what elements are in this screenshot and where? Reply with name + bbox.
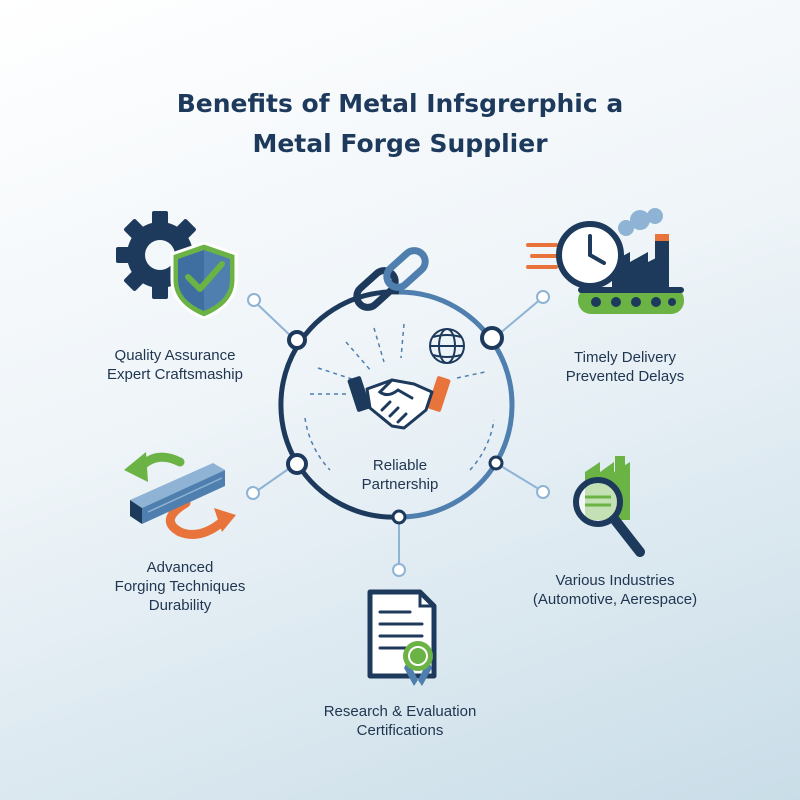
page-title-line-1: Benefits of Metal Infsgrerphic a bbox=[176, 89, 624, 118]
quality-line-2: Expert Craftsmaship bbox=[107, 366, 243, 383]
connector-lines bbox=[253, 297, 543, 567]
green-arrow-head bbox=[124, 452, 148, 482]
quality-assurance-label: Quality Assurance Expert Craftsmaship bbox=[95, 346, 255, 384]
connector-end-dots bbox=[246, 290, 550, 577]
speed-lines-icon bbox=[526, 243, 558, 269]
industries-line-2: (Automotive, Aerespace) bbox=[532, 591, 698, 608]
advanced-forging-label: Advanced Forging Techniques Durability bbox=[100, 558, 260, 615]
research-line-1: Research & Evaluation bbox=[323, 703, 477, 720]
magnifier-icon bbox=[573, 477, 645, 557]
industries-line-1: Various Industries bbox=[555, 572, 675, 589]
reliable-partnership-label: Reliable Partnership bbox=[320, 456, 480, 494]
chain-link-icon bbox=[353, 247, 429, 311]
clock-icon bbox=[556, 221, 624, 289]
research-evaluation-label: Research & Evaluation Certifications bbox=[300, 702, 500, 740]
center-line-1: Reliable bbox=[372, 457, 428, 474]
delivery-line-1: Timely Delivery bbox=[574, 349, 676, 366]
page-title-line-2: Metal Forge Supplier bbox=[252, 129, 548, 158]
timely-delivery-label: Timely Delivery Prevented Delays bbox=[545, 348, 705, 386]
forging-line-2: Forging Techniques bbox=[114, 578, 246, 595]
factory-icon bbox=[612, 208, 669, 290]
forging-line-1: Advanced bbox=[146, 559, 214, 576]
award-ribbon-icon bbox=[403, 641, 433, 686]
inner-dashed-rays bbox=[304, 323, 495, 471]
various-industries-label: Various Industries (Automotive, Aerespac… bbox=[515, 571, 715, 609]
shield-check-icon bbox=[170, 241, 238, 320]
ring-nodes bbox=[286, 326, 504, 525]
handshake-icon bbox=[347, 376, 451, 430]
research-line-2: Certifications bbox=[356, 722, 444, 739]
forging-line-3: Durability bbox=[148, 597, 212, 614]
conveyor-icon bbox=[578, 287, 684, 314]
globe-icon bbox=[429, 328, 465, 364]
center-line-2: Partnership bbox=[361, 476, 439, 493]
quality-line-1: Quality Assurance bbox=[114, 347, 236, 364]
orange-arrow-head bbox=[214, 508, 236, 532]
metal-bar-icon bbox=[130, 463, 225, 524]
delivery-line-2: Prevented Delays bbox=[565, 368, 685, 385]
